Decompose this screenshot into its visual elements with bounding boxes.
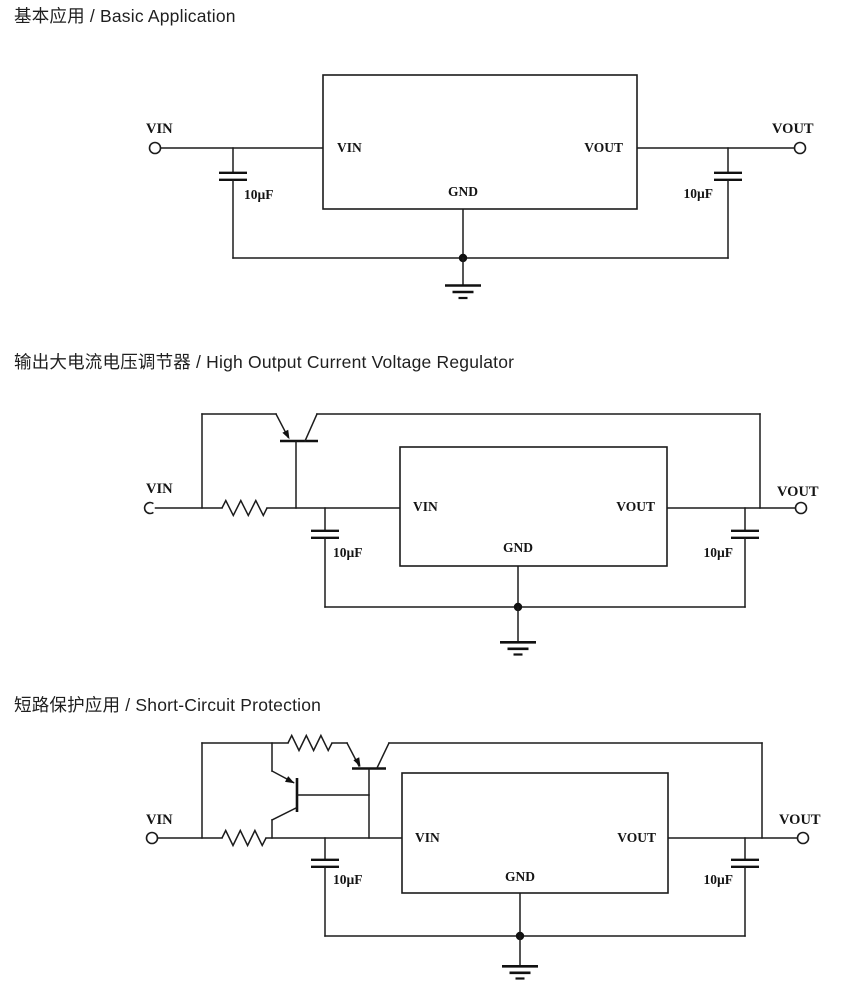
section-title-basic-application: 基本应用 / Basic Application — [14, 6, 236, 26]
section-title-high-output-current: 输出大电流电压调节器 / High Output Current Voltage… — [14, 352, 515, 372]
circuit-basic-application: VIN 10µF VIN VOUT GND 10µF VOUT — [146, 74, 814, 300]
ic-pin-vin: VIN — [337, 140, 362, 155]
output-capacitor: 10µF — [703, 507, 759, 608]
input-capacitor: 10µF — [311, 837, 363, 937]
ground-symbol — [502, 931, 538, 980]
vin-terminal-label: VIN — [146, 812, 173, 828]
pass-transistor-pnp — [345, 741, 391, 839]
protection-transistor-pnp — [270, 742, 370, 839]
vout-terminal-circle — [794, 501, 808, 515]
vin-terminal: VIN — [146, 121, 173, 155]
series-resistor — [221, 498, 268, 518]
ic-body — [399, 446, 668, 567]
ic-body — [401, 772, 669, 894]
vout-terminal-label: VOUT — [777, 484, 819, 500]
bias-resistor — [287, 733, 333, 753]
vin-terminal-label: VIN — [146, 121, 173, 137]
ic-pin-gnd: GND — [448, 184, 478, 199]
sense-resistor — [221, 828, 267, 848]
vout-terminal-circle — [793, 141, 807, 155]
ic-pin-gnd: GND — [503, 540, 533, 555]
output-cap-value: 10µF — [703, 872, 733, 887]
output-cap-value: 10µF — [683, 186, 713, 201]
input-capacitor: 10µF — [311, 507, 363, 608]
ground-symbol — [500, 602, 536, 656]
vin-terminal-circle — [143, 501, 154, 515]
vout-terminal: VOUT — [772, 121, 814, 155]
ic-pin-vin: VIN — [413, 499, 438, 514]
regulator-ic: VIN VOUT GND — [322, 74, 638, 210]
input-cap-value: 10µF — [244, 187, 274, 202]
vout-terminal: VOUT — [777, 484, 819, 515]
pass-transistor-pnp — [274, 412, 318, 509]
ic-pin-gnd: GND — [505, 869, 535, 884]
circuit-short-circuit-protection: VIN 10 — [145, 733, 821, 980]
vin-terminal: VIN — [145, 812, 173, 845]
input-cap-value: 10µF — [333, 872, 363, 887]
regulator-ic: VIN VOUT GND — [401, 772, 669, 894]
ic-pin-vout: VOUT — [584, 140, 623, 155]
ground-symbol — [445, 253, 481, 300]
regulator-ic: VIN VOUT GND — [399, 446, 668, 567]
ic-pin-vin: VIN — [415, 830, 440, 845]
ic-pin-vout: VOUT — [616, 499, 655, 514]
output-cap-value: 10µF — [703, 545, 733, 560]
wires-basic — [159, 147, 796, 259]
vin-terminal-label: VIN — [146, 481, 173, 497]
ic-body — [322, 74, 638, 210]
input-cap-value: 10µF — [333, 545, 363, 560]
vout-terminal-label: VOUT — [772, 121, 814, 137]
ic-pin-vout: VOUT — [617, 830, 656, 845]
section-title-short-circuit-protection: 短路保护应用 / Short-Circuit Protection — [14, 695, 322, 715]
wires-protection — [156, 742, 799, 937]
wires-high-current — [154, 413, 797, 608]
vin-terminal: VIN — [143, 481, 173, 515]
vout-terminal-label: VOUT — [779, 812, 821, 828]
vout-terminal-circle — [796, 831, 810, 845]
vin-terminal-circle — [148, 141, 162, 155]
vout-terminal: VOUT — [779, 812, 821, 845]
input-capacitor: 10µF — [219, 147, 274, 259]
output-capacitor: 10µF — [683, 147, 742, 259]
circuit-high-output-current: VIN 10µF VIN VOUT GND — [143, 412, 819, 656]
output-capacitor: 10µF — [703, 837, 759, 937]
vin-terminal-circle — [145, 831, 159, 845]
